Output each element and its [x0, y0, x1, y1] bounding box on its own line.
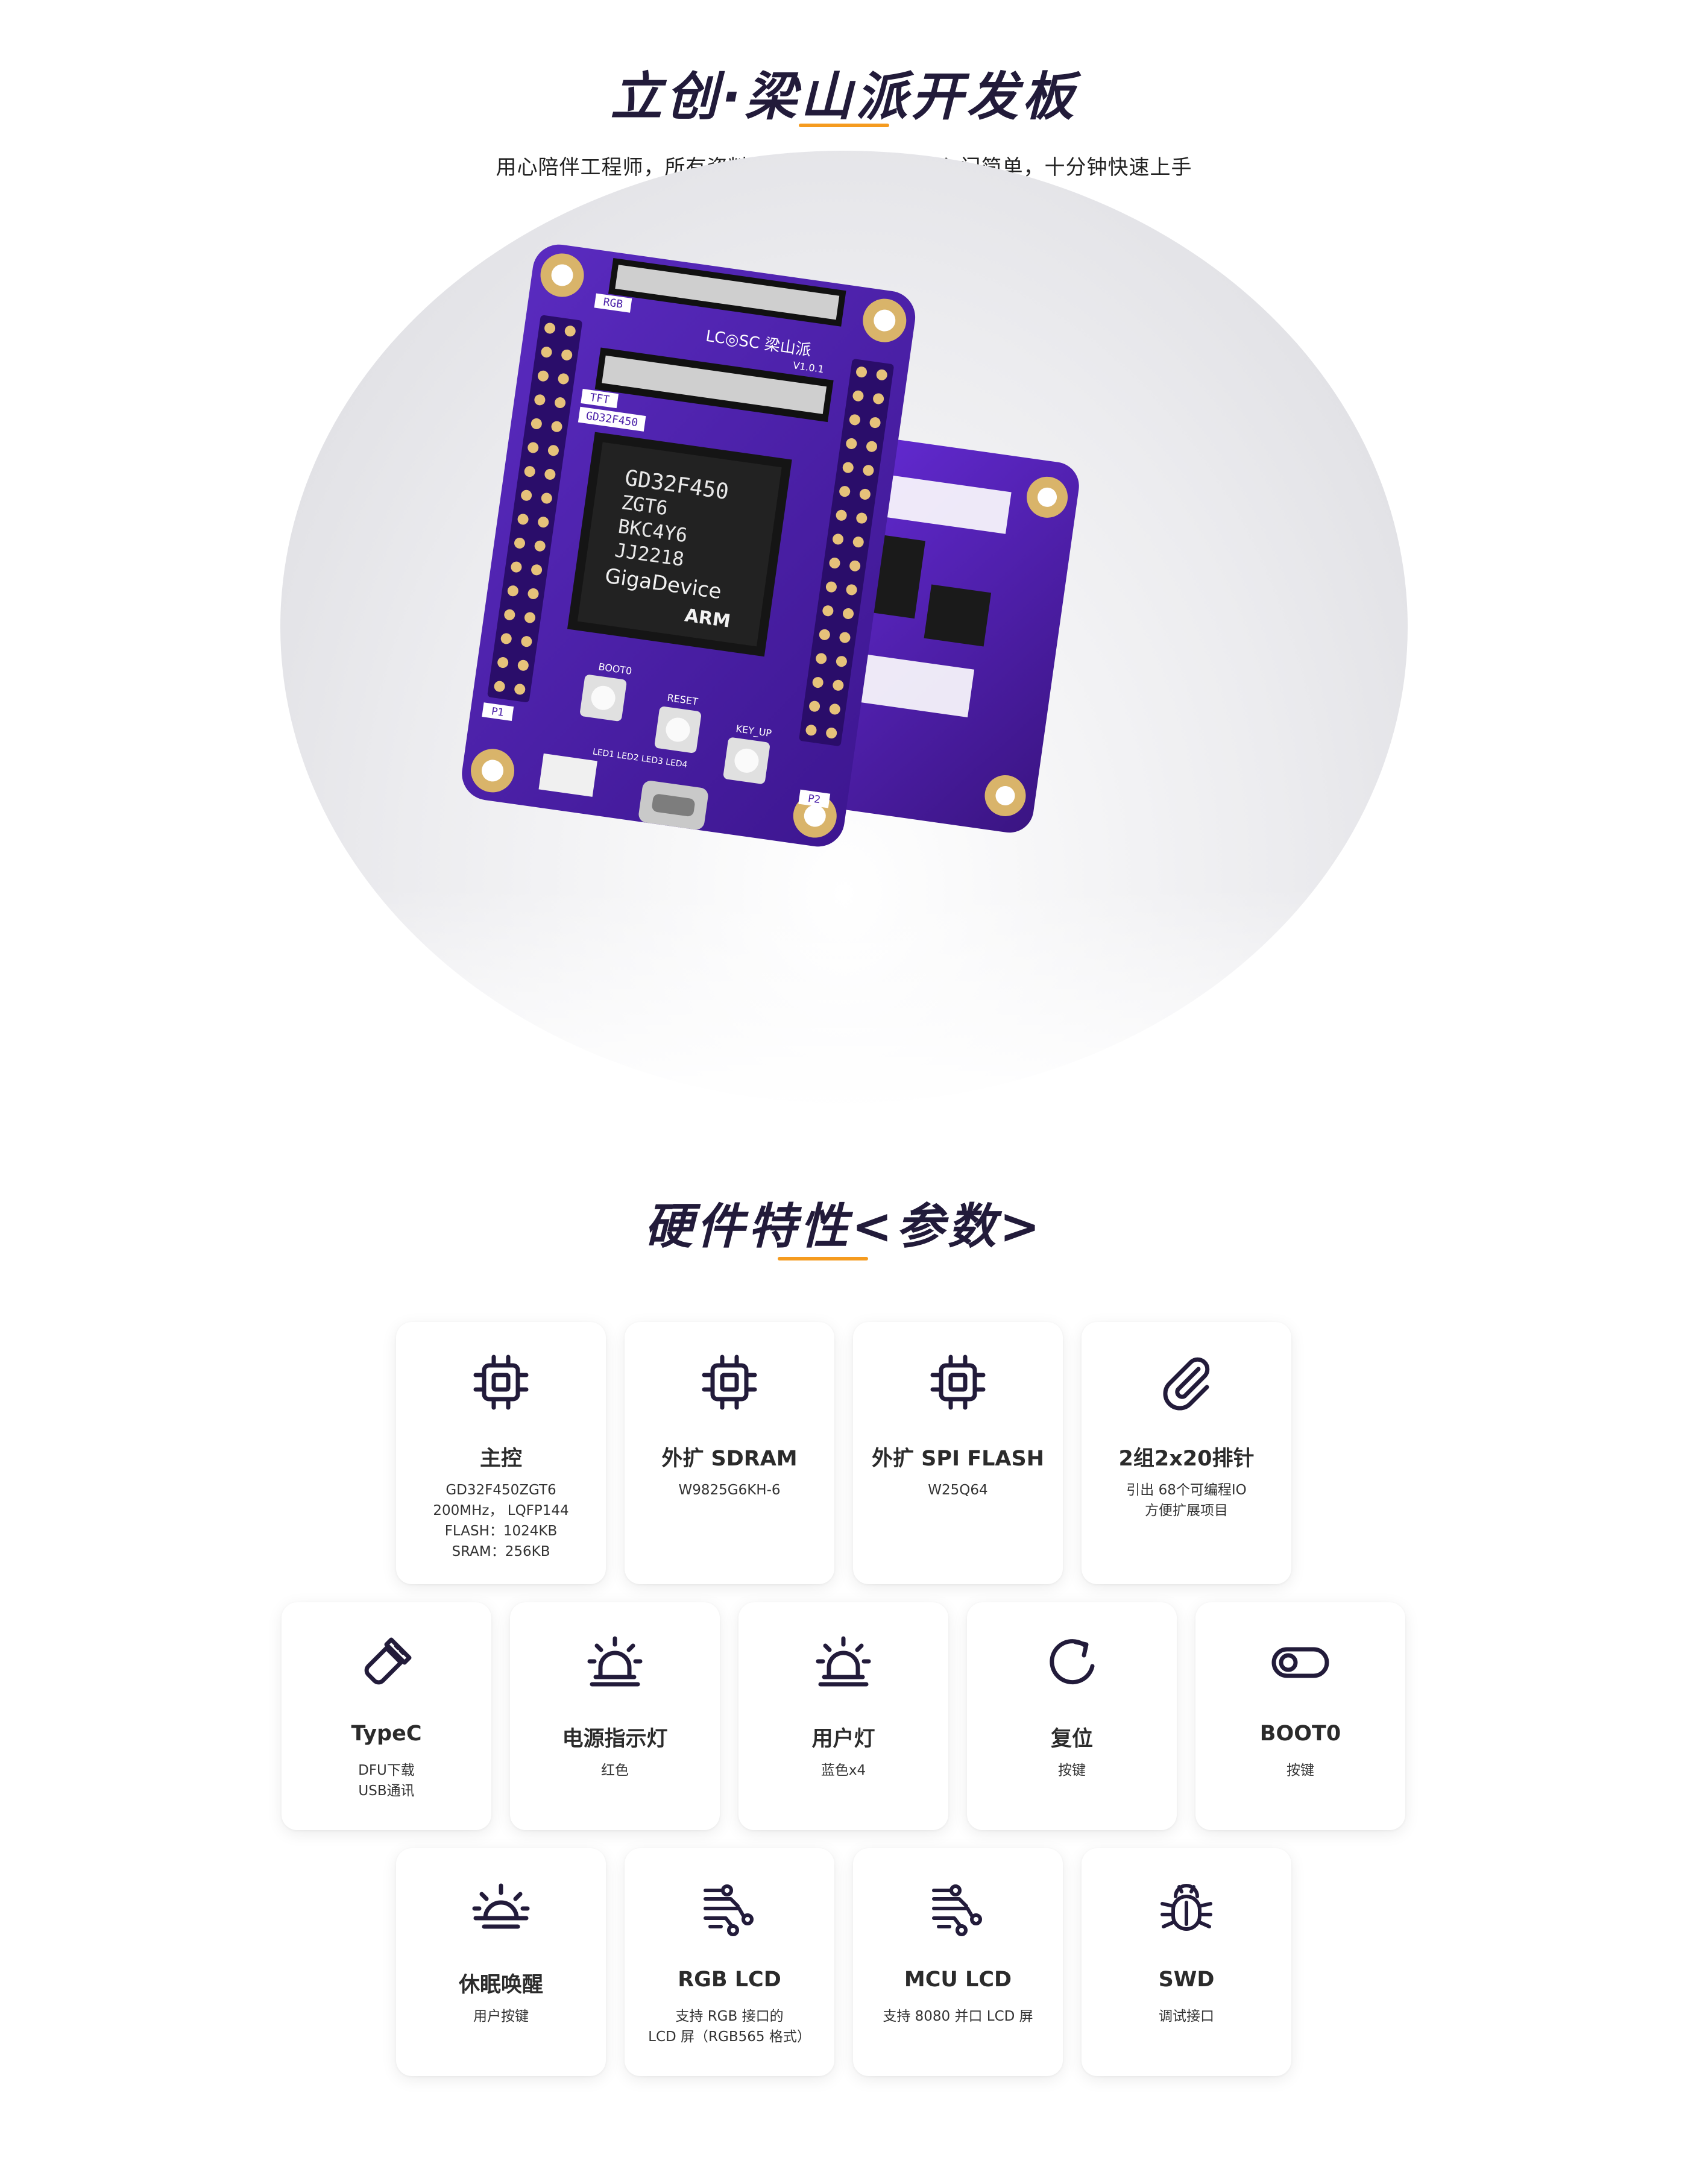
- feature-title: 主控: [479, 1447, 522, 1471]
- feature-title: 电源指示灯: [562, 1727, 668, 1751]
- sunrise-icon: [472, 1883, 530, 1929]
- feature-title: 休眠唤醒: [458, 1973, 543, 1997]
- feature-card-rgb-lcd: RGB LCD 支持 RGB 接口的 LCD 屏（RGB565 格式）: [625, 1848, 834, 2076]
- feature-card-swd: SWD 调试接口: [1082, 1848, 1291, 2076]
- feature-title: 复位: [1050, 1727, 1093, 1751]
- feature-card-sleep-wake: 休眠唤醒 用户按键: [396, 1848, 606, 2076]
- feature-desc: 支持 RGB 接口的 LCD 屏（RGB565 格式）: [648, 2009, 811, 2045]
- front-board: RGB TFT LC◎SC 梁山派 V1.0.1 GD32F450 GD32F4…: [462, 244, 916, 847]
- feature-title: MCU LCD: [904, 1968, 1012, 1992]
- page-title-wrap: 立创·梁山派开发板: [0, 54, 1688, 130]
- paperclip-icon: [1163, 1357, 1210, 1411]
- feature-desc: DFU下载 USB通讯: [358, 1763, 415, 1799]
- feature-desc: 调试接口: [1159, 2009, 1214, 2024]
- feature-title: RGB LCD: [678, 1968, 781, 1992]
- bug-icon: [1160, 1884, 1212, 1931]
- feature-desc: 引出 68个可编程IO 方便扩展项目: [1126, 1482, 1247, 1518]
- section-title-underline: [778, 1257, 868, 1260]
- svg-text:P2: P2: [807, 793, 822, 807]
- rotate-icon: [1050, 1639, 1095, 1685]
- feature-desc: 红色: [601, 1763, 629, 1778]
- chip-icon: [702, 1355, 757, 1410]
- feature-title: 用户灯: [811, 1727, 875, 1751]
- circuit-icon: [704, 1884, 754, 1936]
- feature-desc: 按键: [1286, 1763, 1314, 1778]
- feature-desc: W9825G6KH-6: [678, 1482, 781, 1498]
- feature-card-typec: TypeC DFU下载 USB通讯: [282, 1602, 491, 1830]
- feature-desc: 蓝色x4: [820, 1763, 866, 1778]
- feature-card-power-led: 电源指示灯 红色: [510, 1602, 720, 1830]
- feature-card-boot0: BOOT0 按键: [1195, 1602, 1405, 1830]
- usb-icon: [364, 1637, 412, 1685]
- feature-card-mcu: 主控 GD32F450ZGT6 200MHz， LQFP144 FLASH：10…: [396, 1322, 606, 1584]
- alarm-light-icon: [587, 1636, 643, 1687]
- feature-card-reset: 复位 按键: [967, 1602, 1177, 1830]
- feature-desc: GD32F450ZGT6 200MHz， LQFP144 FLASH：1024K…: [433, 1482, 569, 1559]
- chip-icon: [930, 1355, 986, 1410]
- feature-title: TypeC: [351, 1722, 422, 1746]
- pin-headers: [487, 315, 894, 746]
- feature-card-pin-header: 2组2x20排针 引出 68个可编程IO 方便扩展项目: [1082, 1322, 1291, 1584]
- feature-desc: 按键: [1058, 1763, 1086, 1778]
- feature-desc: 用户按键: [473, 2009, 529, 2024]
- alarm-light-icon: [816, 1636, 871, 1687]
- feature-card-mcu-lcd: MCU LCD 支持 8080 并口 LCD 屏: [853, 1848, 1063, 2076]
- feature-card-sdram: 外扩 SDRAM W9825G6KH-6: [625, 1322, 834, 1584]
- page-title: 立创·梁山派开发板: [610, 67, 1078, 127]
- mounting-holes: [471, 253, 907, 838]
- feature-title: SWD: [1158, 1968, 1215, 1992]
- feature-card-spi-flash: 外扩 SPI FLASH W25Q64: [853, 1322, 1063, 1584]
- feature-card-user-led: 用户灯 蓝色x4: [738, 1602, 948, 1830]
- title-underline: [799, 124, 889, 127]
- feature-title: 外扩 SDRAM: [661, 1447, 798, 1471]
- hero-fade: [0, 886, 1688, 1139]
- svg-text:RGB: RGB: [602, 296, 623, 311]
- toggle-icon: [1271, 1647, 1329, 1678]
- section-title-wrap: 硬件特性<参数>: [0, 1188, 1688, 1257]
- dev-board-image: RGB TFT LC◎SC 梁山派 V1.0.1 GD32F450 GD32F4…: [462, 244, 1079, 847]
- feature-title: 外扩 SPI FLASH: [871, 1447, 1045, 1471]
- svg-text:TFT: TFT: [589, 391, 610, 406]
- feature-title: 2组2x20排针: [1118, 1447, 1255, 1471]
- feature-desc: 支持 8080 并口 LCD 屏: [883, 2009, 1033, 2024]
- feature-desc: W25Q64: [928, 1482, 988, 1498]
- circuit-icon: [932, 1884, 982, 1936]
- section-title: 硬件特性<参数>: [644, 1198, 1044, 1254]
- feature-title: BOOT0: [1259, 1722, 1341, 1746]
- svg-text:P1: P1: [491, 705, 505, 719]
- chip-icon: [473, 1355, 529, 1410]
